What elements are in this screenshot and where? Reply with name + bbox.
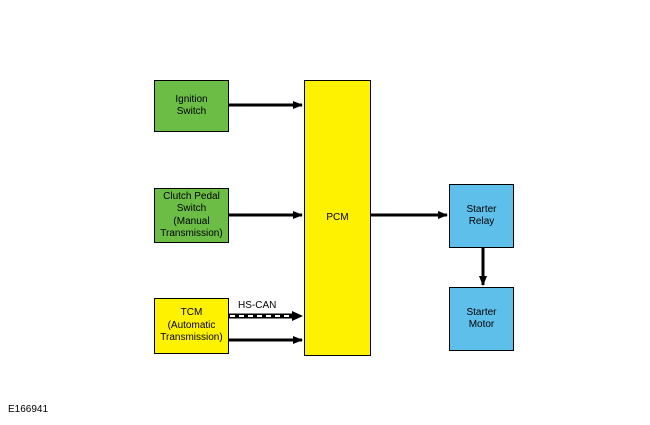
starter-motor-label: Starter Motor [466, 306, 497, 331]
tcm-label: TCM (Automatic Transmission) [160, 307, 223, 344]
clutch-pedal-switch-block: Clutch Pedal Switch (Manual Transmission… [154, 188, 229, 243]
starter-relay-label: Starter Relay [466, 203, 497, 228]
hs-can-arrowhead [292, 311, 303, 321]
ignition-switch-block: Ignition Switch [154, 80, 229, 132]
pcm-block: PCM [304, 80, 371, 356]
figure-id: E166941 [8, 404, 49, 415]
ignition-switch-label: Ignition Switch [175, 93, 208, 118]
tcm-block: TCM (Automatic Transmission) [154, 298, 229, 354]
clutch-pedal-switch-label: Clutch Pedal Switch (Manual Transmission… [160, 190, 223, 240]
starter-relay-block: Starter Relay [449, 184, 514, 248]
pcm-label: PCM [326, 211, 349, 223]
hs-can-label: HS-CAN [238, 300, 277, 311]
starter-motor-block: Starter Motor [449, 287, 514, 351]
